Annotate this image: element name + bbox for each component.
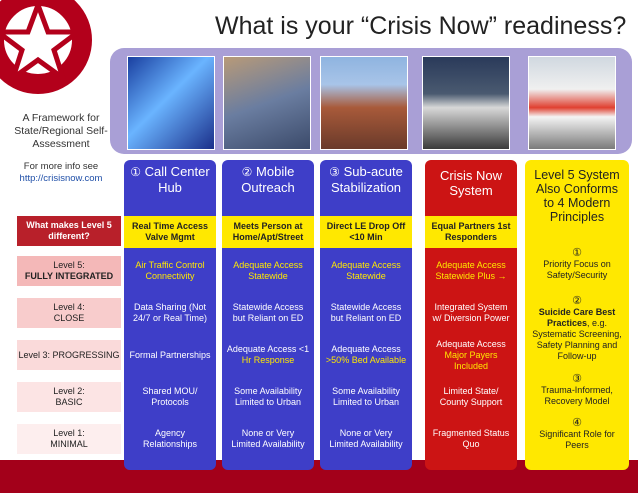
number-4-icon: ④ <box>572 416 582 429</box>
row-label-level1: Level 1: MINIMAL <box>17 424 121 454</box>
row-label-level2-title: Level 2: <box>53 386 85 396</box>
number-2-icon: ② <box>241 165 253 179</box>
mobile-outreach-level3: Adequate Access <1 Hr Response <box>224 340 312 370</box>
row-label-level4-title: Level 4: <box>53 302 85 312</box>
call-center-level1: Agency Relationships <box>142 428 198 449</box>
call-center-what: Real Time Access Valve Mgmt <box>131 221 209 242</box>
principle-4-text: Significant Role for Peers <box>539 428 615 450</box>
row-label-what-makes: What makes Level 5 different? <box>17 216 121 246</box>
stabilization-photo <box>320 56 408 150</box>
more-info: For more info see http://crisisnow.com <box>6 161 116 185</box>
row-label-level5-title: Level 5: <box>53 260 85 270</box>
mobile-outreach-level3-b: Hr Response <box>241 355 295 365</box>
row-label-level2-sub: BASIC <box>55 397 83 407</box>
principle-3: ③ Trauma-Informed, Recovery Model <box>527 372 627 408</box>
column-mobile-outreach-header: ② Mobile Outreach <box>222 164 314 195</box>
column-stabilization-what-band <box>320 216 412 248</box>
column-level5-principles: Level 5 System Also Conforms to 4 Modern… <box>525 160 629 470</box>
stabilization-level3-b: >50% Bed Available <box>325 355 407 365</box>
column-call-center-header: ① Call Center Hub <box>124 164 216 195</box>
row-label-level5: Level 5: FULLY INTEGRATED <box>17 256 121 286</box>
row-label-level1-sub: MINIMAL <box>50 439 88 449</box>
mobile-outreach-level2: Some Availability Limited to Urban <box>234 386 302 407</box>
crisis-now-level1: Fragmented Status Quo <box>432 428 510 449</box>
row-label-level1-title: Level 1: <box>53 428 85 438</box>
crisis-now-level3-a: Adequate Access <box>436 338 506 349</box>
call-center-level5: Air Traffic Control Connectivity <box>135 260 205 281</box>
principle-1-text: Priority Focus on Safety/Security <box>543 258 611 280</box>
stabilization-what: Direct LE Drop Off <10 Min <box>326 221 406 242</box>
call-center-level3: Formal Partnerships <box>129 349 211 360</box>
mobile-outreach-level4: Statewide Access but Reliant on ED <box>232 302 304 323</box>
crisis-now-level2: Limited State/ County Support <box>439 386 503 407</box>
column-stabilization-header: ③ Sub-acute Stabilization <box>320 164 412 195</box>
principle-4: ④ Significant Role for Peers <box>527 414 627 454</box>
framework-subtitle: A Framework for State/Regional Self-Asse… <box>14 112 108 150</box>
row-label-level4-sub: CLOSE <box>53 313 85 323</box>
crisis-now-what: Equal Partners 1st Responders <box>431 221 511 242</box>
call-center-level4: Data Sharing (Not 24/7 or Real Time) <box>132 302 208 323</box>
column-call-center-what-band <box>124 216 216 248</box>
row-label-level5-sub: FULLY INTEGRATED <box>24 271 114 281</box>
mobile-outreach-level5: Adequate Access Statewide <box>233 260 303 281</box>
stabilization-level5: Adequate Access Statewide <box>331 260 401 281</box>
crisis-now-level3: Adequate Access Major Payers Included <box>427 338 515 371</box>
column-mobile-outreach-what-band <box>222 216 314 248</box>
principle-2: ② Suicide Care Best Practices, e.g. Syst… <box>527 290 627 368</box>
call-center-photo <box>127 56 215 150</box>
row-label-what-makes-text: What makes Level 5 different? <box>26 220 112 241</box>
column-crisis-now-title: Crisis Now System <box>439 168 503 198</box>
column-mobile-outreach-title: Mobile Outreach <box>241 164 295 195</box>
number-1-icon: ① <box>130 165 142 179</box>
principle-3-text: Trauma-Informed, Recovery Model <box>541 384 613 406</box>
mobile-outreach-level1: None or Very Limited Availability <box>231 428 305 449</box>
crisisnow-logo <box>0 0 110 100</box>
mobile-outreach-photo <box>223 56 311 150</box>
level5-principles-title: Level 5 System Also Conforms to 4 Modern… <box>534 168 620 224</box>
stabilization-level2: Some Availability Limited to Urban <box>332 386 400 407</box>
number-3-icon: ③ <box>572 372 582 385</box>
principle-2-rest: , e.g. Systematic Screening, Safety Plan… <box>532 318 622 361</box>
police-car-photo <box>422 56 510 150</box>
stabilization-level3: Adequate Access >50% Bed Available <box>322 340 410 370</box>
crisisnow-link[interactable]: http://crisisnow.com <box>19 173 103 184</box>
more-info-text: For more info see <box>23 161 99 172</box>
column-mobile-outreach: ② Mobile Outreach Meets Person at Home/A… <box>222 160 314 470</box>
row-label-level3-text: Level 3: PROGRESSING <box>18 349 120 360</box>
stabilization-level3-a: Adequate Access <box>331 344 401 354</box>
crisis-now-level5: Adequate Access Statewide Plus → <box>435 260 507 281</box>
row-label-level4: Level 4: CLOSE <box>17 298 121 328</box>
page-title: What is your “Crisis Now” readiness? <box>215 12 627 40</box>
principle-2-text: Suicide Care Best Practices, e.g. System… <box>529 307 625 362</box>
row-label-level3: Level 3: PROGRESSING <box>17 340 121 370</box>
crisis-now-level4: Integrated System w/ Diversion Power <box>432 302 510 323</box>
number-3-icon: ③ <box>329 165 340 179</box>
stabilization-level1: None or Very Limited Availability <box>329 428 403 449</box>
mobile-outreach-level3-a: Adequate Access <1 <box>226 344 310 354</box>
ambulance-photo <box>528 56 616 150</box>
column-stabilization-title: Sub-acute Stabilization <box>330 164 403 195</box>
crisis-now-level3-b: Major Payers Included <box>444 349 498 371</box>
row-label-level2: Level 2: BASIC <box>17 382 121 412</box>
stabilization-level4: Statewide Access but Reliant on ED <box>330 302 402 323</box>
number-1-icon: ① <box>572 246 582 259</box>
principle-2-bold: Suicide Care Best Practices <box>538 307 616 328</box>
mobile-outreach-what: Meets Person at Home/Apt/Street <box>232 221 304 242</box>
column-stabilization: ③ Sub-acute Stabilization Direct LE Drop… <box>320 160 412 470</box>
column-call-center: ① Call Center Hub Real Time Access Valve… <box>124 160 216 470</box>
column-call-center-title: Call Center Hub <box>144 164 210 195</box>
column-crisis-now-what-band <box>425 216 517 248</box>
column-crisis-now: Crisis Now System Equal Partners 1st Res… <box>425 160 517 470</box>
principle-1: ① Priority Focus on Safety/Security <box>527 246 627 282</box>
call-center-level2: Shared MOU/ Protocols <box>142 386 198 407</box>
number-2-icon: ② <box>572 295 582 307</box>
